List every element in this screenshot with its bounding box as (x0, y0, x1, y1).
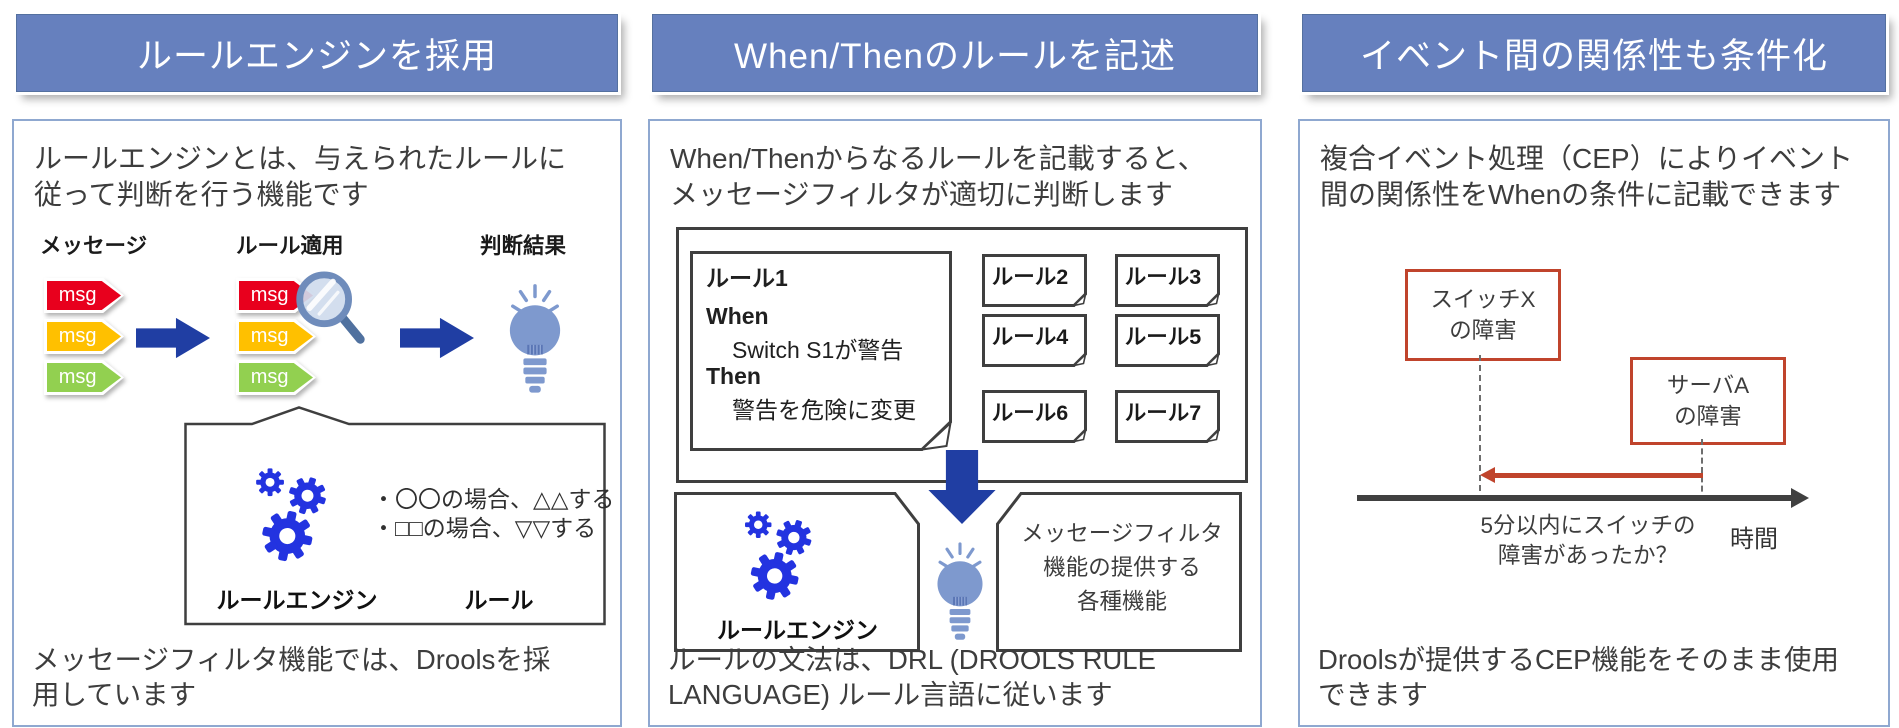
panel1-footer-text: メッセージフィルタ機能では、Droolsを採 用しています (32, 644, 551, 710)
panel3-header: イベント間の関係性も条件化 (1302, 14, 1886, 92)
rule-card-label: ルール3 (1124, 265, 1202, 289)
gears-icon (247, 457, 343, 569)
panel1-body: ルールエンジンとは、与えられたルールに 従って判断を行う機能です メッセージ ル… (12, 119, 622, 727)
time-axis (1357, 488, 1809, 515)
dashed-drop-line (1479, 355, 1481, 501)
panel1-header: ルールエンジンを採用 (16, 14, 618, 92)
event-switch-failure-box: スイッチX の障害 (1405, 269, 1561, 361)
rule1-title: ルール1 (706, 265, 788, 291)
lightbulb-icon (934, 535, 986, 650)
rule-card-label: ルール7 (1124, 401, 1202, 425)
panel2-header: When/Thenのルールを記述 (652, 14, 1258, 92)
cep-question-text: 5分以内にスイッチの 障害があったか？ (1480, 513, 1696, 569)
panel2-body: When/Thenからなるルールを記載すると、 メッセージフィルタが適切に判断し… (648, 119, 1262, 727)
rule-card-label: ルール4 (991, 325, 1069, 349)
filter-functions-box (996, 492, 1242, 652)
rule-label: ルール (464, 587, 534, 613)
label-judge-result: 判断結果 (480, 234, 567, 258)
flow-arrow-icon (400, 317, 474, 359)
msg-tag-green: msg (44, 360, 124, 395)
panel3-body: 複合イベント処理（CEP）によりイベント 間の関係性をWhenの条件に記載できま… (1298, 119, 1890, 727)
rule-card-label: ルール6 (991, 401, 1069, 425)
label-rule-apply: ルール適用 (236, 234, 344, 258)
rule1-card: ルール1 When Switch S1が警告 Then 警告を危険に変更 (690, 251, 952, 451)
event-server-failure-box: サーバA の障害 (1630, 357, 1786, 445)
rule1-then-body: 警告を危険に変更 (732, 397, 916, 423)
label-message: メッセージ (40, 234, 148, 258)
rule-card: ルール3 (1115, 254, 1220, 307)
panel2-intro-text: When/Thenからなるルールを記載すると、 メッセージフィルタが適切に判断し… (670, 143, 1206, 211)
panel3-intro-text: 複合イベント処理（CEP）によりイベント 間の関係性をWhenの条件に記載できま… (1320, 143, 1854, 211)
rule-card: ルール6 (982, 390, 1087, 443)
rule1-then-label: Then (706, 363, 761, 389)
lookback-arrow-icon (1480, 467, 1703, 483)
flow-arrow-icon (136, 317, 210, 359)
rule-card: ルール5 (1115, 314, 1220, 367)
engine-box (674, 492, 920, 652)
rule-card-label: ルール2 (991, 265, 1069, 289)
lightbulb-icon (506, 279, 564, 401)
time-axis-label: 時間 (1730, 526, 1778, 553)
rule-card: ルール7 (1115, 390, 1220, 443)
panel2-footer-text: ルールの文法は、DRL (DROOLS RULE LANGUAGE) ルール言語… (668, 644, 1156, 710)
filter-functions-caption: メッセージフィルタ 機能の提供する 各種機能 (1021, 521, 1223, 614)
rule-engine-label: ルールエンジン (717, 617, 878, 643)
panel1-intro-text: ルールエンジンとは、与えられたルールに 従って判断を行う機能です (34, 143, 567, 211)
magnifier-icon (291, 269, 371, 353)
msg-tag-green: msg (236, 360, 316, 395)
rule-examples-text: ・〇〇の場合、△△する ・□□の場合、▽▽する (372, 486, 615, 541)
gears-icon (736, 501, 828, 607)
msg-tag-red: msg (44, 278, 124, 313)
rule-card: ルール4 (982, 314, 1087, 367)
rule-card-label: ルール5 (1124, 325, 1202, 349)
rule-engine-callout-box (184, 406, 606, 626)
dashed-drop-line (1701, 439, 1703, 501)
msg-tag-orange: msg (236, 319, 316, 354)
rule-card: ルール2 (982, 254, 1087, 307)
msg-tag-orange: msg (44, 319, 124, 354)
panel3-footer-text: Droolsが提供するCEP機能をそのまま使用 できます (1318, 644, 1840, 710)
rule1-when-body: Switch S1が警告 (732, 337, 904, 363)
rule-engine-label: ルールエンジン (216, 587, 378, 613)
rule1-when-label: When (706, 303, 769, 329)
